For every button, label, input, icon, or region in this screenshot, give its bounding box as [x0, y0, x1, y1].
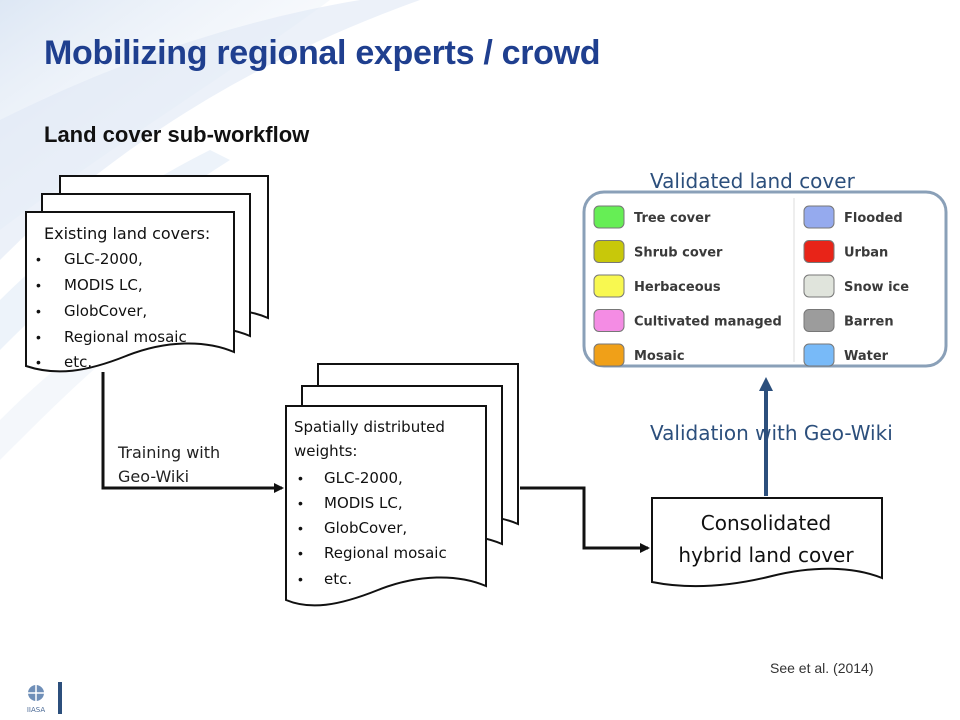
legend-label: Mosaic — [634, 349, 685, 364]
legend-swatch — [803, 240, 835, 263]
weights-item: etc. — [324, 570, 352, 588]
bullet: • — [36, 354, 41, 370]
validation-label: Validation with Geo-Wiki — [650, 421, 893, 445]
doc-front — [25, 211, 235, 373]
legend-label: Water — [844, 349, 889, 364]
existing-land-covers-stack: Existing land covers: • GLC-2000, • MODI… — [25, 175, 269, 373]
legend-swatch — [803, 205, 835, 229]
training-label-line1: Training with — [117, 443, 220, 462]
citation: See et al. (2014) — [770, 660, 874, 676]
legend-swatch — [803, 309, 835, 332]
existing-item: MODIS LC, — [64, 276, 143, 294]
consolidated-document: Consolidated hybrid land cover — [651, 497, 883, 588]
bullet: • — [36, 277, 41, 293]
legend-label: Urban — [844, 246, 888, 261]
weights-to-consolidated-connector — [520, 486, 650, 553]
bullet: • — [298, 571, 303, 587]
existing-item: etc. — [64, 353, 92, 371]
page-subtitle: Land cover sub-workflow — [44, 122, 310, 147]
consolidated-line1: Consolidated — [701, 511, 831, 535]
training-connector — [101, 372, 284, 493]
legend-swatch — [593, 205, 625, 229]
consolidated-line2: hybrid land cover — [678, 543, 854, 567]
training-label-line2: Geo-Wiki — [118, 467, 189, 486]
bullet: • — [298, 470, 303, 486]
consolidated-shape — [651, 497, 883, 588]
page-title: Mobilizing regional experts / crowd — [44, 34, 601, 72]
legend-swatch — [803, 343, 835, 367]
legend-swatch — [593, 309, 625, 332]
legend-label: Tree cover — [634, 211, 711, 226]
legend-swatch — [803, 274, 835, 298]
weights-item: GlobCover, — [324, 519, 407, 537]
weights-stack: Spatially distributed weights: • GLC-200… — [285, 363, 519, 607]
legend-swatch — [593, 343, 625, 367]
legend-label: Herbaceous — [634, 280, 721, 295]
existing-list: • GLC-2000, • MODIS LC, • GlobCover, • R… — [36, 250, 187, 371]
bullet: • — [36, 251, 41, 267]
bullet: • — [36, 329, 41, 345]
legend-label: Snow ice — [844, 280, 909, 295]
legend-panel — [582, 190, 948, 368]
existing-item: GlobCover, — [64, 302, 147, 320]
bullet: • — [298, 495, 303, 511]
logo-text: IIASA — [27, 706, 45, 714]
bullet: • — [298, 545, 303, 561]
weights-heading-line1: Spatially distributed — [294, 418, 445, 436]
bullet: • — [298, 520, 303, 536]
legend-label: Cultivated managed — [634, 315, 782, 330]
iiasa-logo: IIASA — [27, 682, 62, 714]
existing-heading: Existing land covers: — [44, 224, 210, 243]
existing-item: Regional mosaic — [64, 328, 187, 346]
weights-item: GLC-2000, — [324, 469, 403, 487]
legend-label: Barren — [844, 315, 894, 330]
doc-front — [285, 405, 487, 607]
weights-item: Regional mosaic — [324, 544, 447, 562]
weights-heading-line2: weights: — [294, 442, 357, 460]
existing-item: GLC-2000, — [64, 250, 143, 268]
legend-swatch — [593, 274, 625, 298]
bullet: • — [36, 303, 41, 319]
legend-label: Flooded — [844, 211, 903, 226]
weights-item: MODIS LC, — [324, 494, 403, 512]
legend-label: Shrub cover — [634, 246, 723, 261]
validated-title: Validated land cover — [650, 169, 856, 193]
legend-swatch — [593, 240, 625, 263]
